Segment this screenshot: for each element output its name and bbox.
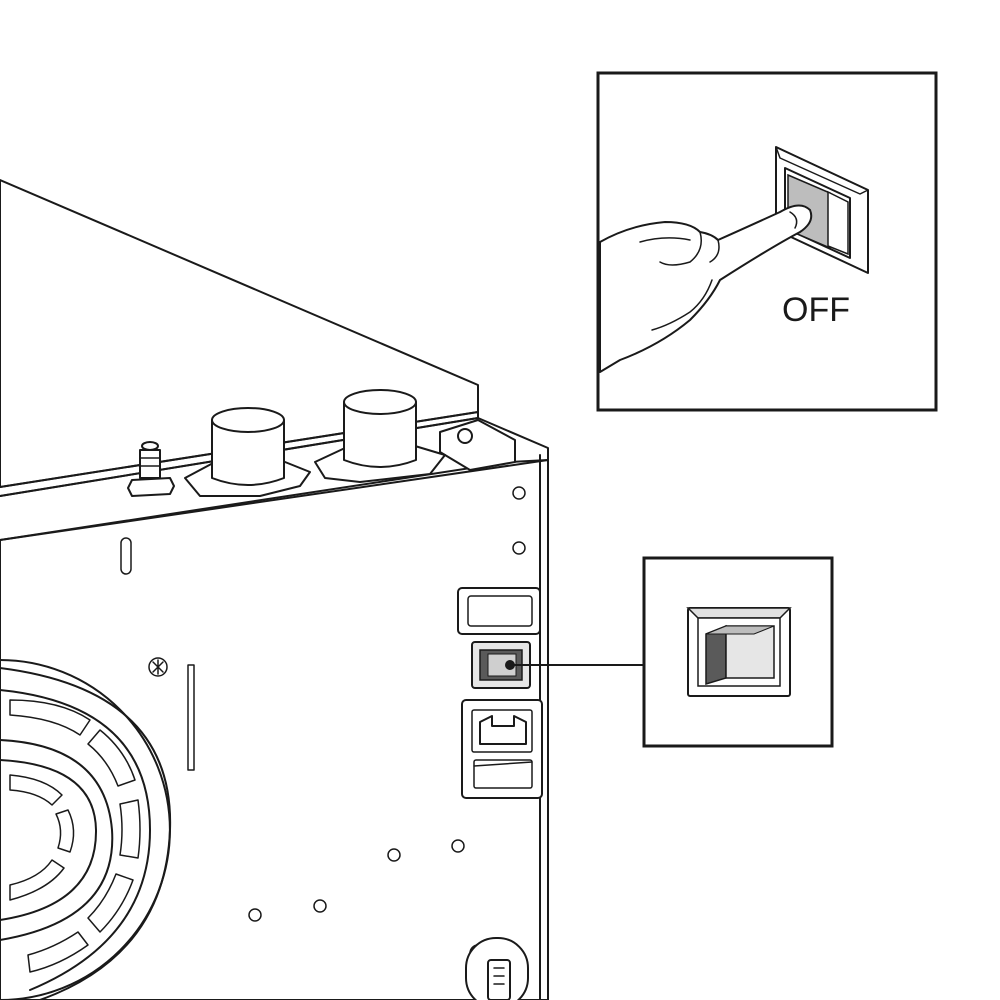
corner-bracket <box>439 419 516 471</box>
top-ports <box>127 389 446 497</box>
upper-switch <box>457 587 541 635</box>
hand-pointing-icon <box>599 204 813 373</box>
vent-slot <box>120 537 132 575</box>
mount-hole <box>387 848 401 862</box>
hose-barb-icon <box>127 441 175 497</box>
bottom-connector <box>465 937 529 1000</box>
inset-bottom <box>642 556 834 748</box>
mount-hole <box>512 486 526 500</box>
mount-hole <box>451 839 465 853</box>
bracket-screw <box>457 428 473 444</box>
tube-fitting-right <box>314 389 446 483</box>
off-label: OFF <box>782 291 850 329</box>
tube-fitting-left <box>184 407 311 497</box>
inset-top: OFF <box>596 71 938 412</box>
back-panel-details <box>0 486 543 1000</box>
fan-grille-icon <box>0 659 172 1000</box>
callout-dot <box>505 660 515 670</box>
grounding-symbol-icon <box>148 657 168 677</box>
mount-hole <box>313 899 327 913</box>
mount-hole <box>248 908 262 922</box>
mount-hole <box>512 541 526 555</box>
rocker-switch-icon <box>686 607 792 697</box>
power-inlet-icon <box>461 699 543 799</box>
panel-groove <box>187 664 195 771</box>
